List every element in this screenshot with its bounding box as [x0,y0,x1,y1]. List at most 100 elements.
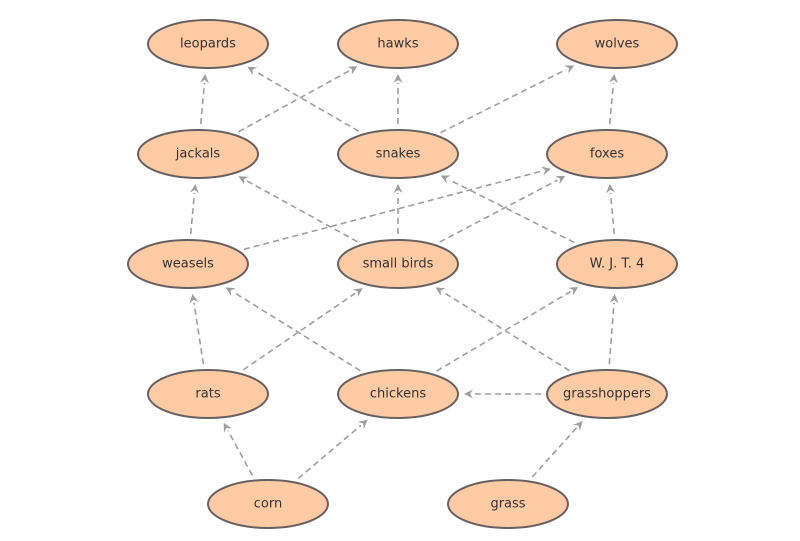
edge-line [189,192,196,235]
node-ellipse [137,129,259,179]
edge-line [254,70,360,132]
arrowhead-icon [541,166,552,176]
edge-snakes-to-leopards [247,66,360,132]
node-hawks: hawks [337,19,459,69]
node-ellipse [147,369,269,419]
arrowhead-icon [555,175,566,185]
arrowhead-icon [573,421,583,431]
edge-corn-to-rats [223,422,254,476]
node-label: snakes [376,147,421,162]
edge-line [243,170,543,251]
node-ellipse [546,129,668,179]
edge-chickens-to-wjt4 [436,286,579,372]
node-chickens: chickens [337,369,459,419]
edge-rats-to-weasels [189,293,205,365]
node-corn: corn [207,479,329,529]
edge-line [199,82,206,125]
node-label: grasshoppers [563,387,651,402]
arrowhead-icon [606,183,616,194]
edge-line [442,291,570,372]
edge-line [232,291,361,372]
edge-line [193,302,205,365]
edge-line [436,290,571,372]
arrowhead-icon [440,175,451,184]
node-ellipse [207,479,329,529]
arrowhead-icon [357,419,368,429]
edge-foxes-to-wolves [608,73,618,125]
edge-line [297,424,362,480]
edge-small_birds-to-foxes [439,175,566,243]
node-ellipse [147,19,269,69]
node-ellipse [556,19,678,69]
node-ellipse [337,129,459,179]
edge-line [238,69,350,133]
node-snakes: snakes [337,129,459,179]
edge-line [608,302,615,365]
arrowhead-icon [609,293,619,304]
edge-snakes-to-wolves [440,65,575,134]
node-ellipse [337,239,459,289]
node-ellipse [337,19,459,69]
arrowhead-icon [568,286,579,296]
arrowhead-icon [238,176,249,185]
node-label: grass [490,497,525,512]
node-label: corn [254,497,282,512]
edge-small_birds-to-snakes [393,184,403,234]
node-rats: rats [147,369,269,419]
edge-grasshoppers-to-small_birds [435,287,570,372]
node-ellipse [546,369,668,419]
node-grasshoppers: grasshoppers [546,369,668,419]
edge-weasels-to-foxes [243,166,552,251]
node-label: leopards [180,37,236,52]
node-label: hawks [377,37,418,52]
node-label: foxes [590,147,624,162]
edge-weasels-to-jackals [189,183,199,235]
arrowhead-icon [199,73,209,84]
nodes-layer: leopards hawks wolves jackals snakes foxes wea… [127,19,678,529]
edge-line [448,178,575,244]
node-leopards: leopards [147,19,269,69]
arrowhead-icon [608,73,618,84]
arrowhead-icon [393,184,403,193]
node-weasels: weasels [127,239,249,289]
arrowhead-icon [225,287,236,296]
edge-corn-to-chickens [297,419,368,480]
edge-small_birds-to-jackals [238,176,358,243]
arrowhead-icon [435,287,446,296]
node-grass: grass [447,479,569,529]
node-label: weasels [162,257,214,272]
node-wolves: wolves [556,19,678,69]
node-label: small birds [363,257,434,272]
node-foxes: foxes [546,129,668,179]
edge-line [608,82,615,125]
edge-grasshoppers-to-wjt4 [608,293,619,365]
node-label: rats [195,387,220,402]
edges-layer [189,65,619,480]
edge-snakes-to-hawks [393,74,403,124]
arrowhead-icon [352,288,363,297]
arrowhead-icon [189,293,199,304]
arrowhead-icon [247,66,258,76]
edge-wjt4-to-foxes [606,183,616,235]
node-label: jackals [175,147,221,162]
node-jackals: jackals [137,129,259,179]
node-ellipse [447,479,569,529]
node-label: W. J. T. 4 [590,257,645,272]
edge-line [227,430,254,476]
edge-line [246,179,358,243]
edge-wjt4-to-snakes [440,175,575,244]
edge-line [440,68,567,134]
edge-jackals-to-hawks [238,66,358,133]
edge-line [531,427,578,478]
arrowhead-icon [564,65,575,74]
arrowhead-icon [347,66,358,75]
edge-grasshoppers-to-chickens [464,389,541,399]
arrowhead-icon [393,74,403,83]
node-wjt4: W. J. T. 4 [556,239,678,289]
node-small_birds: small birds [337,239,459,289]
edge-rats-to-small_birds [242,288,363,371]
node-label: chickens [370,387,426,402]
edge-jackals-to-leopards [199,73,209,125]
edge-line [609,192,616,235]
